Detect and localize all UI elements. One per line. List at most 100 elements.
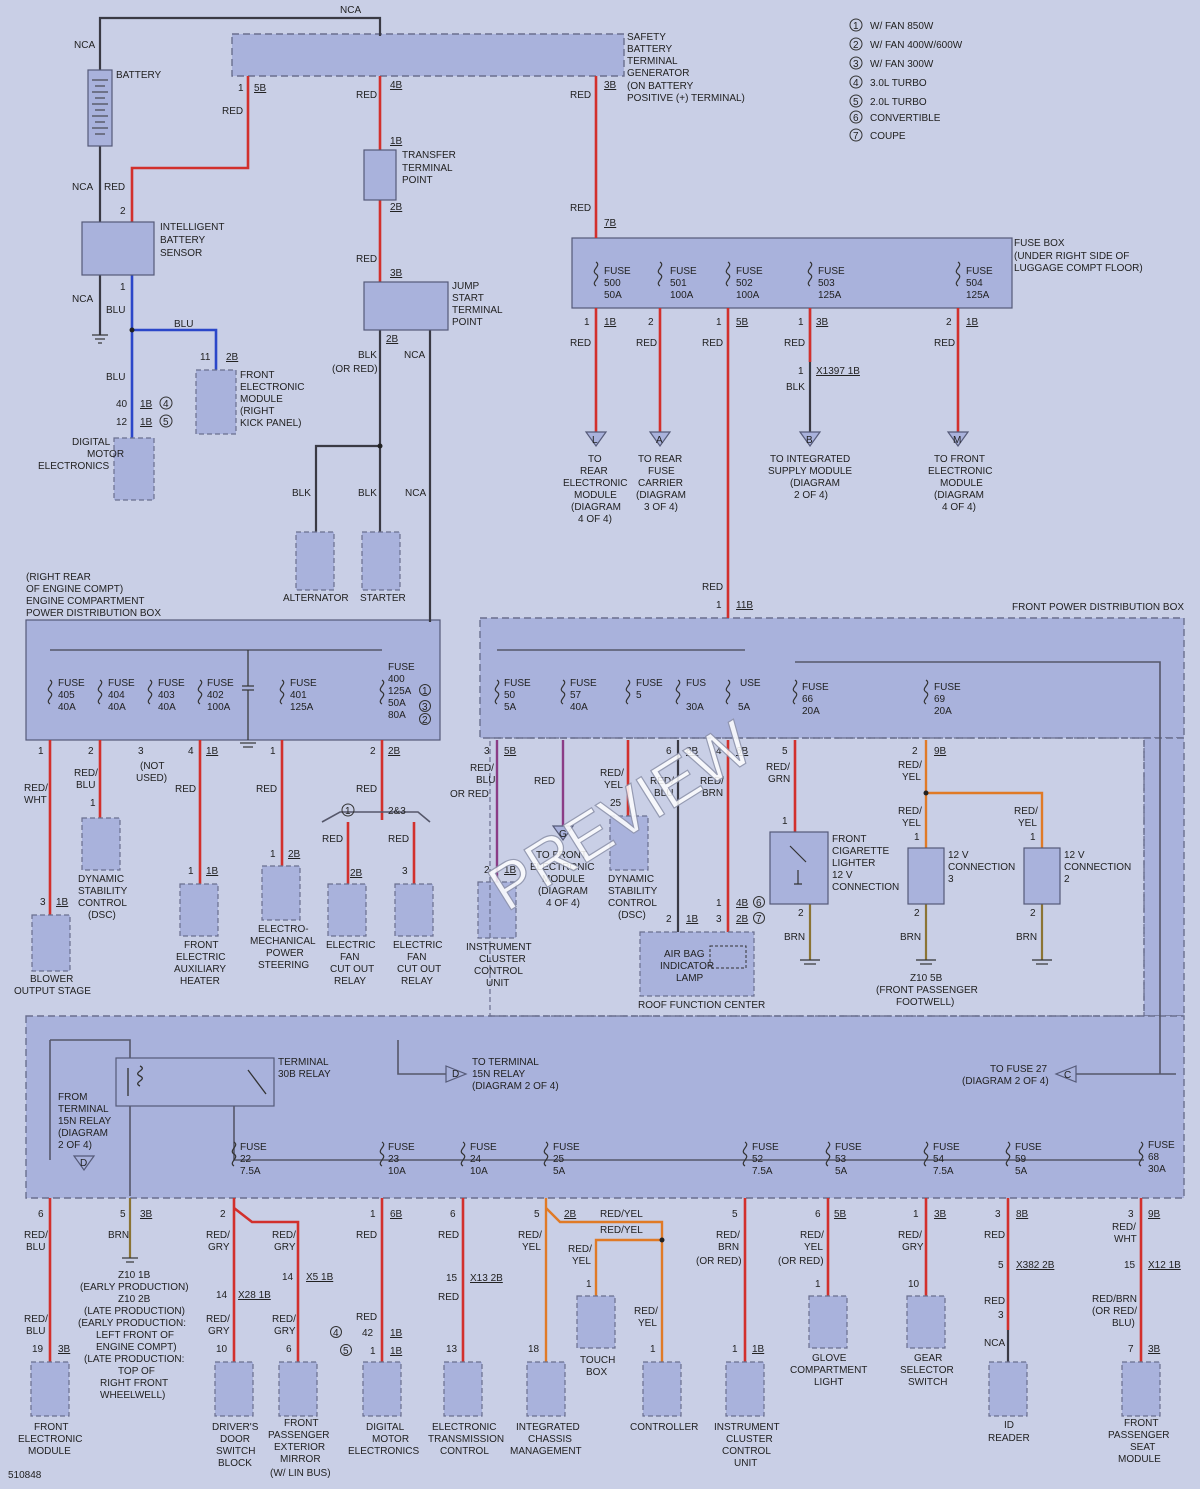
svg-text:6: 6 [38,1209,44,1220]
svg-text:BOX: BOX [586,1367,607,1378]
dsc-box [81,817,121,871]
svg-text:(RIGHT REAR: (RIGHT REAR [26,572,91,583]
svg-text:(OR RED/: (OR RED/ [1092,1306,1137,1317]
svg-text:INDICATOR: INDICATOR [660,961,714,972]
svg-text:POSITIVE (+) TERMINAL): POSITIVE (+) TERMINAL) [627,93,745,104]
svg-text:(DIAGRAM: (DIAGRAM [934,490,984,501]
svg-text:125A: 125A [818,290,842,301]
svg-text:TOP OF: TOP OF [118,1366,155,1377]
to15n-wire [397,1040,448,1075]
dme-top-c1b2: 1B [140,417,153,428]
svg-text:CONNECTION: CONNECTION [1064,862,1131,873]
svg-text:RED/: RED/ [716,1230,740,1241]
svg-text:4: 4 [853,78,859,89]
drivers-door-switch-box [214,1361,254,1417]
svg-text:CLUSTER: CLUSTER [479,954,526,965]
relay-from15n-wire [50,1039,131,1196]
svg-text:3: 3 [402,866,408,877]
svg-text:W/ FAN 400W/600W: W/ FAN 400W/600W [870,40,963,51]
svg-text:4 OF 4): 4 OF 4) [546,898,580,909]
svg-text:FUSE: FUSE [388,662,415,673]
svg-text:(DIAGRAM 2 OF 4): (DIAGRAM 2 OF 4) [962,1076,1049,1087]
svg-text:X28 1B: X28 1B [238,1290,271,1301]
transfer-red: RED [356,254,377,265]
svg-text:RED: RED [356,1312,377,1323]
fpdb-bus [497,649,1161,1074]
svg-text:1B: 1B [966,317,979,328]
svg-text:6: 6 [853,113,859,124]
svg-text:100A: 100A [207,702,231,713]
safety-c3b: 3B [604,80,617,91]
svg-text:FUSE: FUSE [553,1142,580,1153]
battery-nca2: NCA [72,182,93,193]
svg-text:4: 4 [333,1328,339,1339]
safety-battery-terminal-box [231,33,625,77]
svg-text:80A: 80A [388,710,406,721]
svg-text:POINT: POINT [452,317,483,328]
svg-text:5B: 5B [736,317,749,328]
svg-text:MODULE: MODULE [940,478,983,489]
svg-text:15: 15 [1124,1260,1136,1271]
nca-top: NCA [340,5,361,16]
svg-text:FUSE: FUSE [670,266,697,277]
svg-text:25: 25 [610,798,622,809]
svg-text:REAR: REAR [580,466,608,477]
svg-text:(DIAGRAM 2 OF 4): (DIAGRAM 2 OF 4) [472,1081,559,1092]
svg-text:2&3: 2&3 [388,806,406,817]
svg-text:RED: RED [934,338,955,349]
ground-symbol [92,334,1052,1263]
fem-kick-blu: BLU [174,319,193,330]
dme-top-c1b: 1B [140,399,153,410]
svg-text:3B: 3B [934,1209,947,1220]
svg-text:5B: 5B [834,1209,847,1220]
svg-text:BLU: BLU [76,780,95,791]
svg-text:COUPE: COUPE [870,131,906,142]
svg-text:DRIVER'S: DRIVER'S [212,1422,259,1433]
svg-text:403: 403 [158,690,175,701]
fpdb-label: FRONT POWER DISTRIBUTION BOX [1012,602,1184,613]
svg-text:SWITCH: SWITCH [908,1377,947,1388]
svg-text:LEFT FRONT OF: LEFT FRONT OF [96,1330,174,1341]
svg-text:Z10 1B: Z10 1B [118,1270,151,1281]
svg-text:1: 1 [370,1209,376,1220]
svg-text:MODULE: MODULE [240,394,283,405]
svg-text:BRN: BRN [900,932,921,943]
digital-motor-electronics-top [113,437,155,501]
splice-dots [129,327,929,1243]
svg-text:BRN: BRN [718,1242,739,1253]
jump-blk: BLK [358,350,377,361]
svg-text:5: 5 [732,1209,738,1220]
svg-text:D: D [80,1158,87,1169]
svg-text:(DIAGRAM: (DIAGRAM [538,886,588,897]
svg-text:YEL: YEL [902,772,921,783]
svg-text:SEAT: SEAT [1130,1442,1155,1453]
svg-text:TO: TO [588,454,602,465]
svg-text:1: 1 [782,816,788,827]
svg-text:1: 1 [732,1344,738,1355]
svg-text:RED: RED [438,1292,459,1303]
svg-text:FUSE: FUSE [58,678,85,689]
svg-text:RED/: RED/ [568,1244,592,1255]
svg-text:(DIAGRAM: (DIAGRAM [790,478,840,489]
etc-box [443,1361,483,1417]
fem-kick-conn: 2B [226,352,239,363]
svg-text:TERMINAL: TERMINAL [278,1057,329,1068]
fan-relay2-box [394,883,434,937]
svg-text:RED/: RED/ [898,760,922,771]
svg-text:ELECTRONIC: ELECTRONIC [928,466,992,477]
svg-text:1: 1 [815,1279,821,1290]
svg-text:ELECTRONIC: ELECTRONIC [240,382,304,393]
svg-text:RED/: RED/ [518,1230,542,1241]
svg-text:USE: USE [740,678,761,689]
svg-text:5: 5 [636,690,642,701]
svg-text:401: 401 [290,690,307,701]
svg-text:10A: 10A [470,1166,488,1177]
svg-text:INSTRUMENT: INSTRUMENT [466,942,532,953]
